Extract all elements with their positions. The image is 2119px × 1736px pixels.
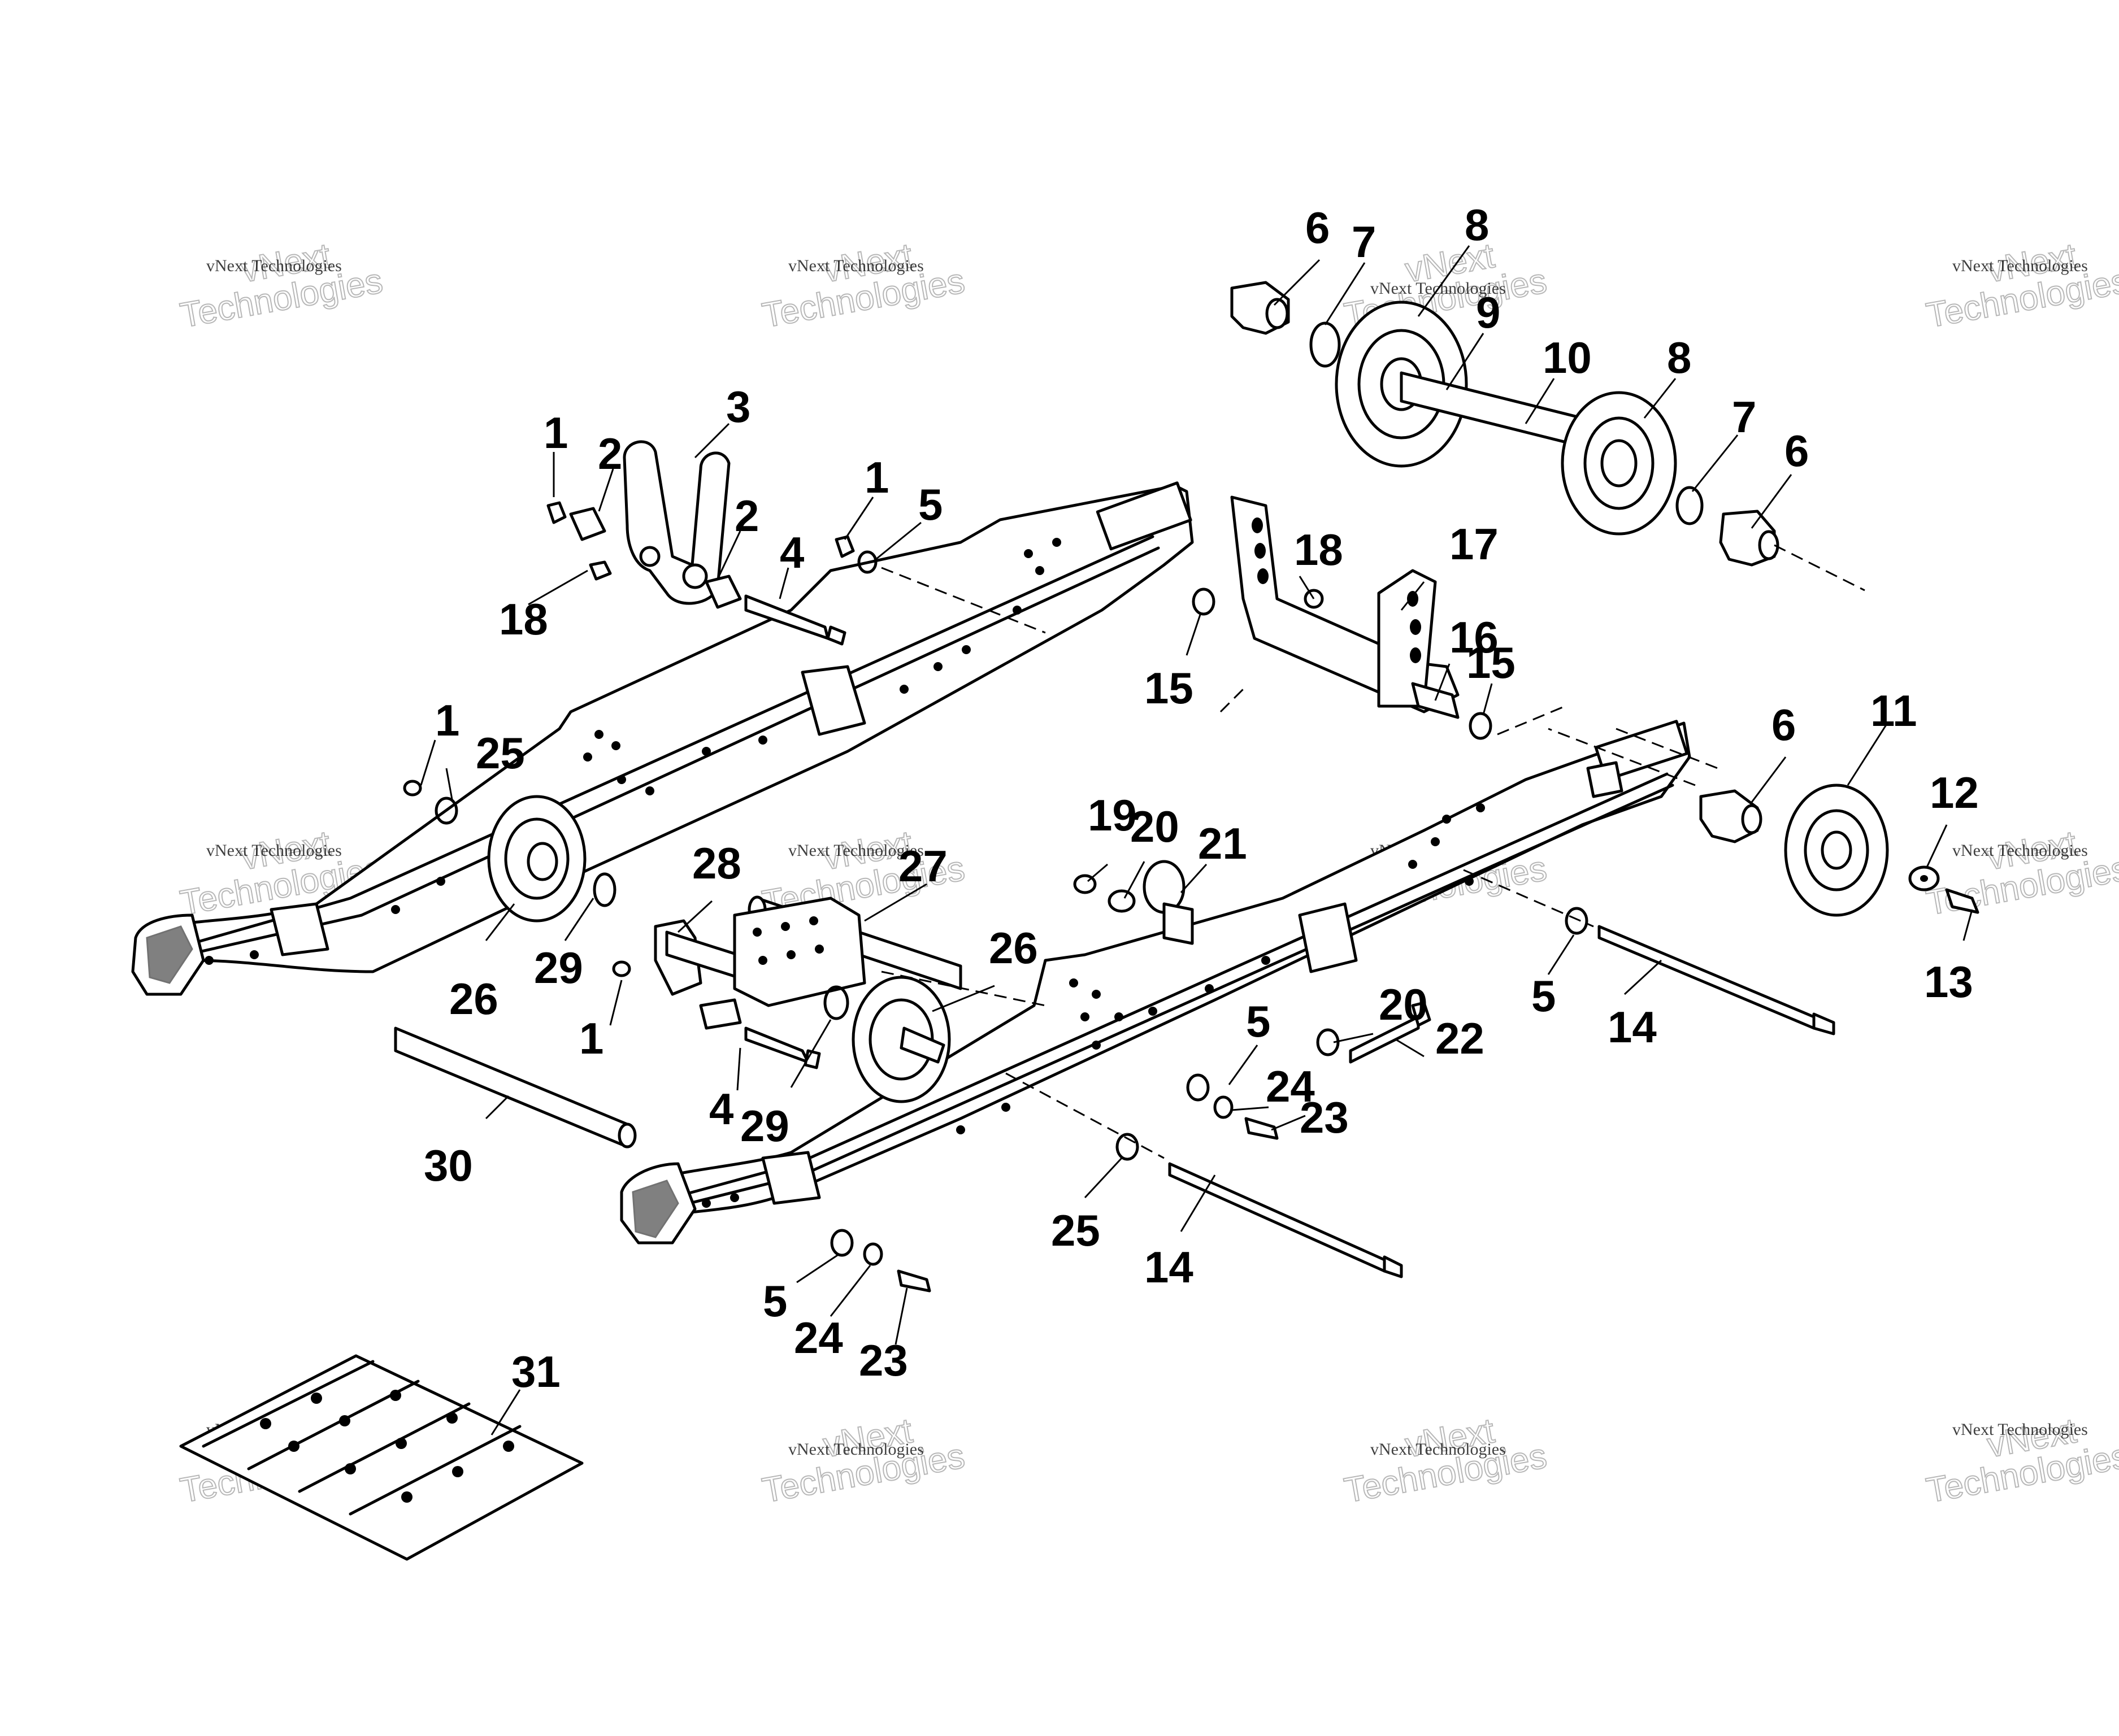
callout-9: 9: [1476, 288, 1500, 337]
watermark-small: vNext Technologies: [206, 256, 342, 275]
watermark: vNext Technologies: [1923, 1411, 2119, 1511]
rail-holes: [205, 538, 1061, 965]
callout-6: 6: [1305, 203, 1330, 253]
callout-5: 5: [1246, 997, 1270, 1046]
callout-21: 21: [1198, 819, 1247, 868]
leader-lines: [420, 245, 1973, 1435]
callout-19: 19: [1088, 790, 1137, 840]
idler-wheel-left: [487, 795, 616, 923]
callout-26: 26: [449, 974, 498, 1024]
callout-22: 22: [1435, 1013, 1484, 1063]
callout-18: 18: [499, 594, 548, 644]
callout-7: 7: [1352, 217, 1376, 267]
clamp-21: [1073, 860, 1194, 945]
callout-25: 25: [476, 728, 525, 778]
rear-arm-assembly: [654, 895, 1046, 1069]
watermark-small: vNext Technologies: [1952, 256, 2088, 275]
callout-15: 15: [1466, 638, 1516, 688]
callout-8: 8: [1667, 333, 1691, 382]
callout-27: 27: [898, 841, 948, 891]
track-section: [179, 1354, 584, 1561]
callout-4: 4: [780, 528, 804, 577]
idler-wheel-right: [852, 976, 951, 1103]
callout-2: 2: [735, 491, 759, 541]
rail-holes: [702, 803, 1485, 1208]
callout-11: 11: [1870, 686, 1917, 736]
left-rail: [131, 481, 1194, 996]
watermark-small: vNext Technologies: [206, 841, 342, 860]
watermark-small: vNext Technologies: [788, 1440, 924, 1459]
callout-18: 18: [1294, 525, 1343, 575]
callout-13: 13: [1924, 957, 1973, 1007]
callout-10: 10: [1543, 333, 1592, 382]
watermark-small: vNext Technologies: [1952, 1420, 2088, 1439]
callout-30: 30: [424, 1141, 473, 1190]
callout-24: 24: [1266, 1061, 1315, 1111]
callout-24: 24: [794, 1313, 843, 1363]
callout-5: 5: [763, 1276, 787, 1326]
callout-6: 6: [1784, 426, 1809, 476]
callout-6: 6: [1771, 700, 1796, 750]
callout-23: 23: [1300, 1093, 1349, 1142]
callout-20: 20: [1379, 980, 1428, 1029]
callout-15: 15: [1144, 663, 1193, 713]
callout-2: 2: [598, 429, 622, 478]
callout-16: 16: [1449, 612, 1499, 662]
front-arm: [546, 440, 1046, 646]
callout-1: 1: [544, 408, 568, 458]
shock-bracket: [1230, 495, 1460, 719]
callout-1: 1: [865, 453, 889, 502]
callout-20: 20: [1130, 802, 1179, 851]
callout-12: 12: [1930, 768, 1979, 817]
callout-8: 8: [1465, 200, 1489, 250]
watermark-small: vNext Technologies: [788, 256, 924, 275]
small-hardware: [403, 588, 1718, 1293]
callout-4: 4: [709, 1084, 733, 1134]
callout-5: 5: [1531, 971, 1556, 1021]
callout-14: 14: [1144, 1242, 1193, 1292]
callout-25: 25: [1051, 1206, 1100, 1255]
callout-1: 1: [579, 1013, 603, 1063]
callout-1: 1: [435, 695, 459, 745]
callout-26: 26: [989, 923, 1038, 973]
watermark: vNext Technologies: [759, 236, 968, 336]
callout-28: 28: [692, 838, 741, 888]
watermark-small: vNext Technologies: [1370, 1440, 1506, 1459]
callout-14: 14: [1608, 1002, 1657, 1052]
callout-31: 31: [511, 1347, 561, 1396]
callout-7: 7: [1732, 392, 1756, 442]
callout-29: 29: [740, 1101, 789, 1151]
callout-5: 5: [918, 480, 943, 529]
rear-wheel-right: [1548, 728, 1979, 917]
callout-17: 17: [1449, 519, 1499, 569]
rear-axle-assembly: [1230, 281, 1865, 591]
shafts: [394, 869, 1835, 1278]
watermark-small: vNext Technologies: [788, 841, 924, 860]
callouts: 1 2 3 18 1 5 2 4 6 7 8 9 10 8 7 6 18 17 …: [424, 200, 1979, 1396]
callout-29: 29: [534, 943, 583, 993]
watermark: vNext Technologies: [1923, 236, 2119, 336]
watermark: vNext Technologies: [177, 236, 386, 336]
watermark: vNext Technologies: [1923, 823, 2119, 923]
callout-3: 3: [726, 382, 750, 432]
watermark-small: vNext Technologies: [1952, 841, 2088, 860]
callout-23: 23: [859, 1335, 908, 1385]
